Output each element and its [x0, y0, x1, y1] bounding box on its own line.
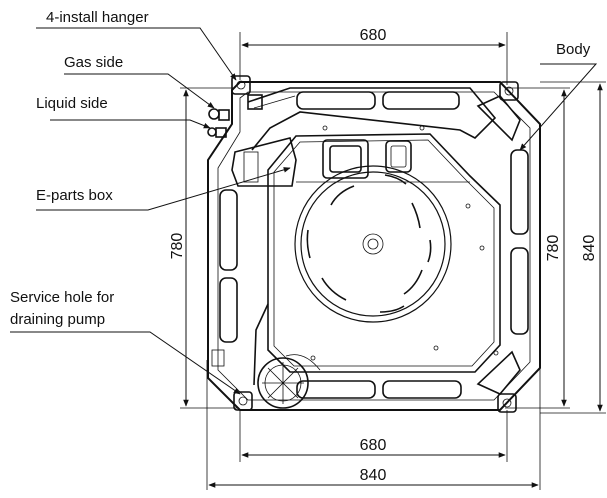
inner-cover	[267, 133, 501, 373]
dimension-right-outer-label: 840	[581, 235, 598, 262]
hanger-bottom-right	[497, 393, 517, 413]
hanger-top-right	[499, 81, 519, 101]
detail-holes	[310, 125, 499, 361]
dimension-right-inner-label: 780	[545, 235, 562, 262]
dimension-bottom-outer-label: 840	[360, 467, 387, 484]
hanger-top-left	[231, 75, 263, 110]
dimension-bottom-inner-label: 680	[360, 437, 387, 454]
dimension-bottom-680: 680	[239, 410, 508, 462]
label-gas-side: Gas side	[64, 54, 123, 71]
dimension-right-840: 840	[540, 81, 606, 414]
leader-lines	[10, 27, 598, 395]
label-eparts-box: E-parts box	[36, 187, 113, 204]
dimension-bottom-840: 840	[206, 360, 541, 490]
hanger-bottom-left	[233, 391, 253, 411]
label-service-hole-line1: Service hole for	[10, 289, 114, 306]
dimension-top-680: 680	[239, 27, 508, 85]
drain-pump-area	[211, 303, 321, 409]
label-service-hole-line2: draining pump	[10, 311, 105, 328]
label-install-hanger: 4-install hanger	[46, 9, 149, 26]
fan-assembly	[294, 165, 452, 323]
dimension-top-label: 680	[360, 27, 387, 44]
install-hangers	[231, 75, 519, 413]
pipe-channel	[247, 87, 497, 151]
pipe-connections	[207, 108, 230, 138]
label-body: Body	[556, 41, 591, 58]
edge-slots	[219, 91, 529, 399]
unit-body	[207, 81, 541, 411]
dimension-left-label: 780	[169, 233, 186, 260]
label-liquid-side: Liquid side	[36, 95, 108, 112]
dimension-left-780: 780	[169, 87, 240, 409]
